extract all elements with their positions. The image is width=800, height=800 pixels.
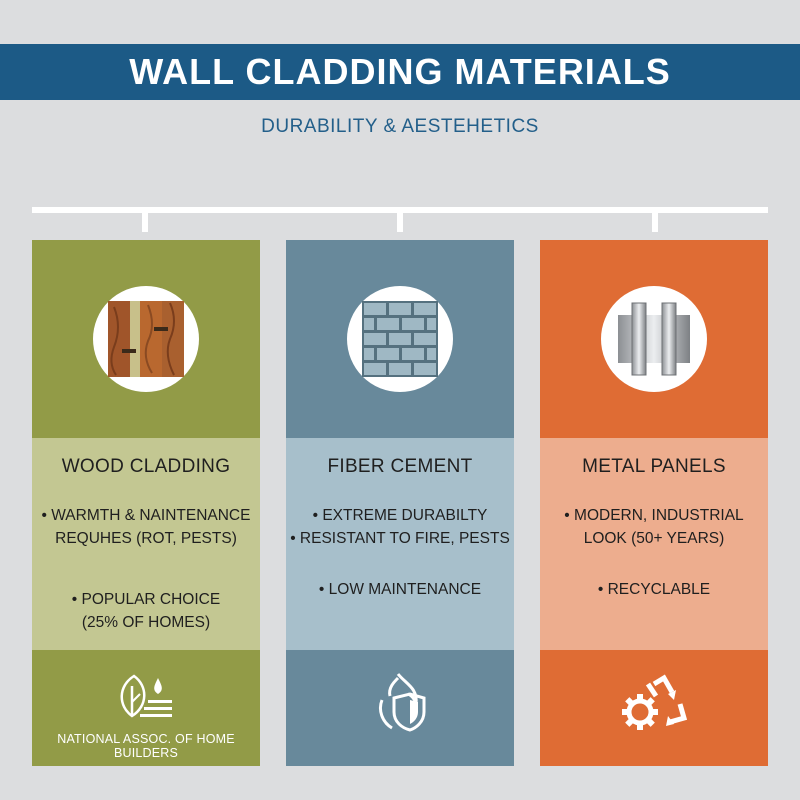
bullet-group: • POPULAR CHOICE (25% OF HOMES) (32, 588, 260, 634)
page-title: WALL CLADDING MATERIALS (129, 51, 671, 92)
card-metal-footer (540, 650, 768, 766)
bullet-line: • RESISTANT TO FIRE, PESTS (290, 530, 510, 547)
bullet-group: • EXTREME DURABILTY • RESISTANT TO FIRE,… (286, 504, 514, 550)
metal-panel-icon (618, 302, 690, 376)
card-title: METAL PANELS (582, 456, 726, 477)
card-wood-footer: NATIONAL ASSOC. OF HOME BUILDERS (32, 650, 260, 766)
bullet-line: • RECYCLABLE (597, 581, 711, 598)
bullet-line: LOOK (50+ YEARS) (583, 530, 725, 547)
icon-circle (347, 286, 453, 392)
source-credit: NATIONAL ASSOC. OF HOME BUILDERS (57, 732, 235, 760)
card-fiber-body: FIBER CEMENT • EXTREME DURABILTY • RESIS… (286, 438, 514, 650)
bullet-group: • LOW MAINTENANCE (286, 578, 514, 601)
card-wood-header (32, 240, 260, 438)
card-wood-cladding: WOOD CLADDING • WARMTH & NAINTENANCE REQ… (32, 240, 260, 766)
icon-circle (601, 286, 707, 392)
bullet-line: • WARMTH & NAINTENANCE (41, 507, 251, 524)
card-fiber-header (286, 240, 514, 438)
bullet-group: • WARMTH & NAINTENANCE REQUHES (ROT, PES… (32, 504, 260, 550)
card-title: WOOD CLADDING (61, 456, 231, 477)
card-metal-body: METAL PANELS • MODERN, INDUSTRIAL LOOK (… (540, 438, 768, 650)
card-metal-header (540, 240, 768, 438)
card-title: FIBER CEMENT (327, 456, 473, 477)
title-banner: WALL CLADDING MATERIALS (0, 44, 800, 100)
bullet-line: (25% OF HOMES) (81, 614, 211, 631)
bullet-line: REQUHES (ROT, PESTS) (55, 530, 237, 547)
brick-wall-icon (362, 301, 438, 377)
fire-shield-icon (378, 673, 426, 732)
wood-planks-icon (108, 301, 184, 377)
page-subtitle: DURABILITY & AESTEHETICS (261, 116, 539, 137)
bullet-line: • POPULAR CHOICE (71, 591, 221, 608)
gear-recycle-icon (622, 674, 688, 730)
card-metal-panels: METAL PANELS • MODERN, INDUSTRIAL LOOK (… (540, 240, 768, 766)
bullet-line: • MODERN, INDUSTRIAL (564, 507, 744, 524)
bullet-line: • LOW MAINTENANCE (318, 581, 482, 598)
bullet-group: • RECYCLABLE (540, 578, 768, 601)
bullet-group: • MODERN, INDUSTRIAL LOOK (50+ YEARS) (540, 504, 768, 550)
leaf-water-icon (120, 674, 172, 718)
card-wood-body: WOOD CLADDING • WARMTH & NAINTENANCE REQ… (32, 438, 260, 650)
card-fiber-footer (286, 650, 514, 766)
bullet-line: • EXTREME DURABILTY (312, 507, 488, 524)
card-fiber-cement: FIBER CEMENT • EXTREME DURABILTY • RESIS… (286, 240, 514, 766)
icon-circle (93, 286, 199, 392)
